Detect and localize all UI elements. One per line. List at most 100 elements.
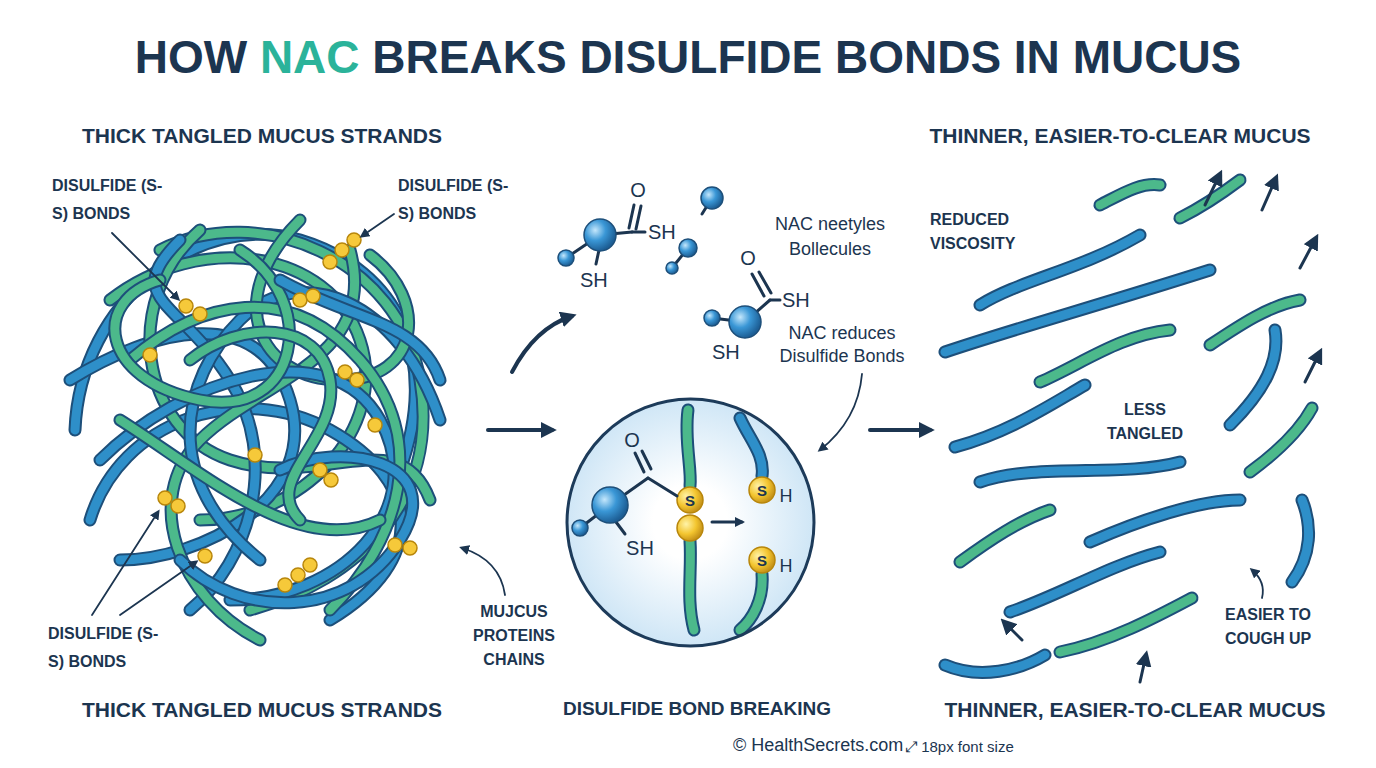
- disulfide-dot: [306, 289, 320, 303]
- diagram-title: HOW NAC BREAKS DISULFIDE BONDS IN MUCUS: [0, 32, 1376, 83]
- disulfide-dot: [335, 243, 349, 257]
- disulfide-dot: [313, 463, 327, 477]
- flow-arrow: [870, 428, 930, 432]
- disulfide-dot: [291, 568, 305, 582]
- leader-line: [1252, 570, 1263, 598]
- watermark: ⤢ 18px font size: [905, 738, 1065, 756]
- atom-symbol: S: [757, 553, 767, 568]
- mucus-tangle: [190, 332, 331, 520]
- zoom-circle: OSSHSHSH: [565, 397, 815, 647]
- mucus-tangle: [120, 420, 380, 530]
- zoom-detail: [677, 487, 703, 513]
- nac-molecule: [584, 219, 616, 251]
- disulfide-dot: [388, 538, 402, 552]
- loose-strand: [1060, 598, 1192, 652]
- disulfide-dot: [171, 499, 185, 513]
- disulfide-dot: [350, 373, 364, 387]
- loose-strand: [1292, 500, 1309, 582]
- nac-molecule: [629, 205, 634, 228]
- zoom-detail: [566, 398, 814, 646]
- panel-heading: THICK TANGLED MUCUS STRANDS: [42, 123, 482, 148]
- disulfide-dot: [303, 558, 317, 572]
- atom-symbol: S: [757, 483, 767, 498]
- loose-strand: [1100, 185, 1160, 205]
- callout-label: DISULFIDE (S-S) BONDS: [52, 172, 174, 228]
- mucus-tangle: [70, 334, 295, 560]
- leader-line: [820, 374, 862, 450]
- loose-strand: [1090, 500, 1240, 542]
- nac-molecule: [632, 231, 645, 234]
- zoom-detail: [740, 418, 762, 476]
- zoom-detail: [690, 541, 694, 630]
- zoom-circle-outline: [565, 397, 816, 648]
- disulfide-dot: [158, 491, 172, 505]
- molecule-label: NAC neetyles Bollecules: [760, 212, 900, 262]
- loose-strand: [945, 655, 1045, 672]
- nac-molecule: [759, 272, 771, 293]
- motion-arrow: [1305, 352, 1320, 382]
- zoom-detail: [592, 487, 628, 523]
- motion-arrow: [1262, 178, 1276, 210]
- watermark: © HealthSecrets.com: [733, 735, 905, 757]
- disulfide-dot: [198, 549, 212, 563]
- callout-label: DISULFIDE (S-S) BONDS: [48, 620, 174, 676]
- atom-symbol: SH: [580, 268, 616, 292]
- disulfide-dot: [193, 307, 207, 321]
- loose-strand: [980, 462, 1180, 482]
- motion-arrow: [1004, 622, 1022, 640]
- loose-strand: [945, 270, 1210, 352]
- zoom-detail: [740, 574, 762, 630]
- motion-arrow: [1300, 238, 1316, 268]
- disulfide-dot: [368, 418, 382, 432]
- leader-line: [112, 233, 178, 299]
- zoom-detail: [642, 451, 651, 469]
- nac-molecule: [679, 239, 697, 257]
- loose-strand: [1180, 180, 1240, 218]
- nac-molecule: [701, 187, 723, 209]
- loose-strand: [1040, 330, 1170, 382]
- callout-label: EASIER TO COUGH UP: [1205, 603, 1331, 651]
- mucus-tangle: [280, 280, 440, 380]
- zoom-detail: [740, 574, 762, 630]
- disulfide-dot: [323, 255, 337, 269]
- loose-strand: [1210, 300, 1300, 345]
- nac-molecule: [770, 299, 780, 302]
- loose-strand: [1090, 500, 1240, 542]
- atom-symbol: S: [685, 493, 695, 508]
- loose-strand: [960, 510, 1050, 562]
- atom-symbol: SH: [782, 288, 818, 312]
- disulfide-dot: [143, 233, 417, 592]
- loose-strand: [945, 180, 1312, 672]
- atom-symbol: H: [780, 487, 793, 505]
- disulfide-dot: [278, 578, 292, 592]
- atom-symbol: H: [780, 557, 793, 575]
- loose-strand: [960, 510, 1050, 562]
- atom-symbol: SH: [648, 220, 684, 244]
- disulfide-dot: [143, 348, 157, 362]
- loose-strand: [1292, 500, 1309, 582]
- zoom-detail: [690, 541, 694, 630]
- nac-molecule: [666, 262, 678, 274]
- zoom-detail: [616, 522, 625, 534]
- zoom-detail: [677, 515, 703, 541]
- callout-label: MUJCUS PROTEINS CHAINS: [460, 600, 568, 672]
- disulfide-dot: [403, 541, 417, 555]
- loose-strand: [1250, 408, 1312, 472]
- mucus-tangle: [280, 280, 440, 380]
- mucus-tangle: [70, 220, 440, 640]
- atom-symbol: O: [624, 430, 640, 450]
- loose-strand: [945, 655, 1045, 672]
- zoom-detail: [687, 410, 690, 486]
- disulfide-dot: [248, 448, 262, 462]
- atom-symbol: O: [733, 246, 763, 270]
- panel-caption: DISULFIDE BOND BREAKING: [537, 698, 857, 721]
- zoom-detail: [687, 410, 690, 486]
- loose-strand: [1010, 552, 1160, 612]
- motion-arrow: [1004, 174, 1320, 682]
- disulfide-dot: [293, 293, 307, 307]
- nac-molecule: [729, 306, 761, 338]
- zoom-detail: [648, 478, 677, 496]
- loose-strand: [1230, 330, 1276, 425]
